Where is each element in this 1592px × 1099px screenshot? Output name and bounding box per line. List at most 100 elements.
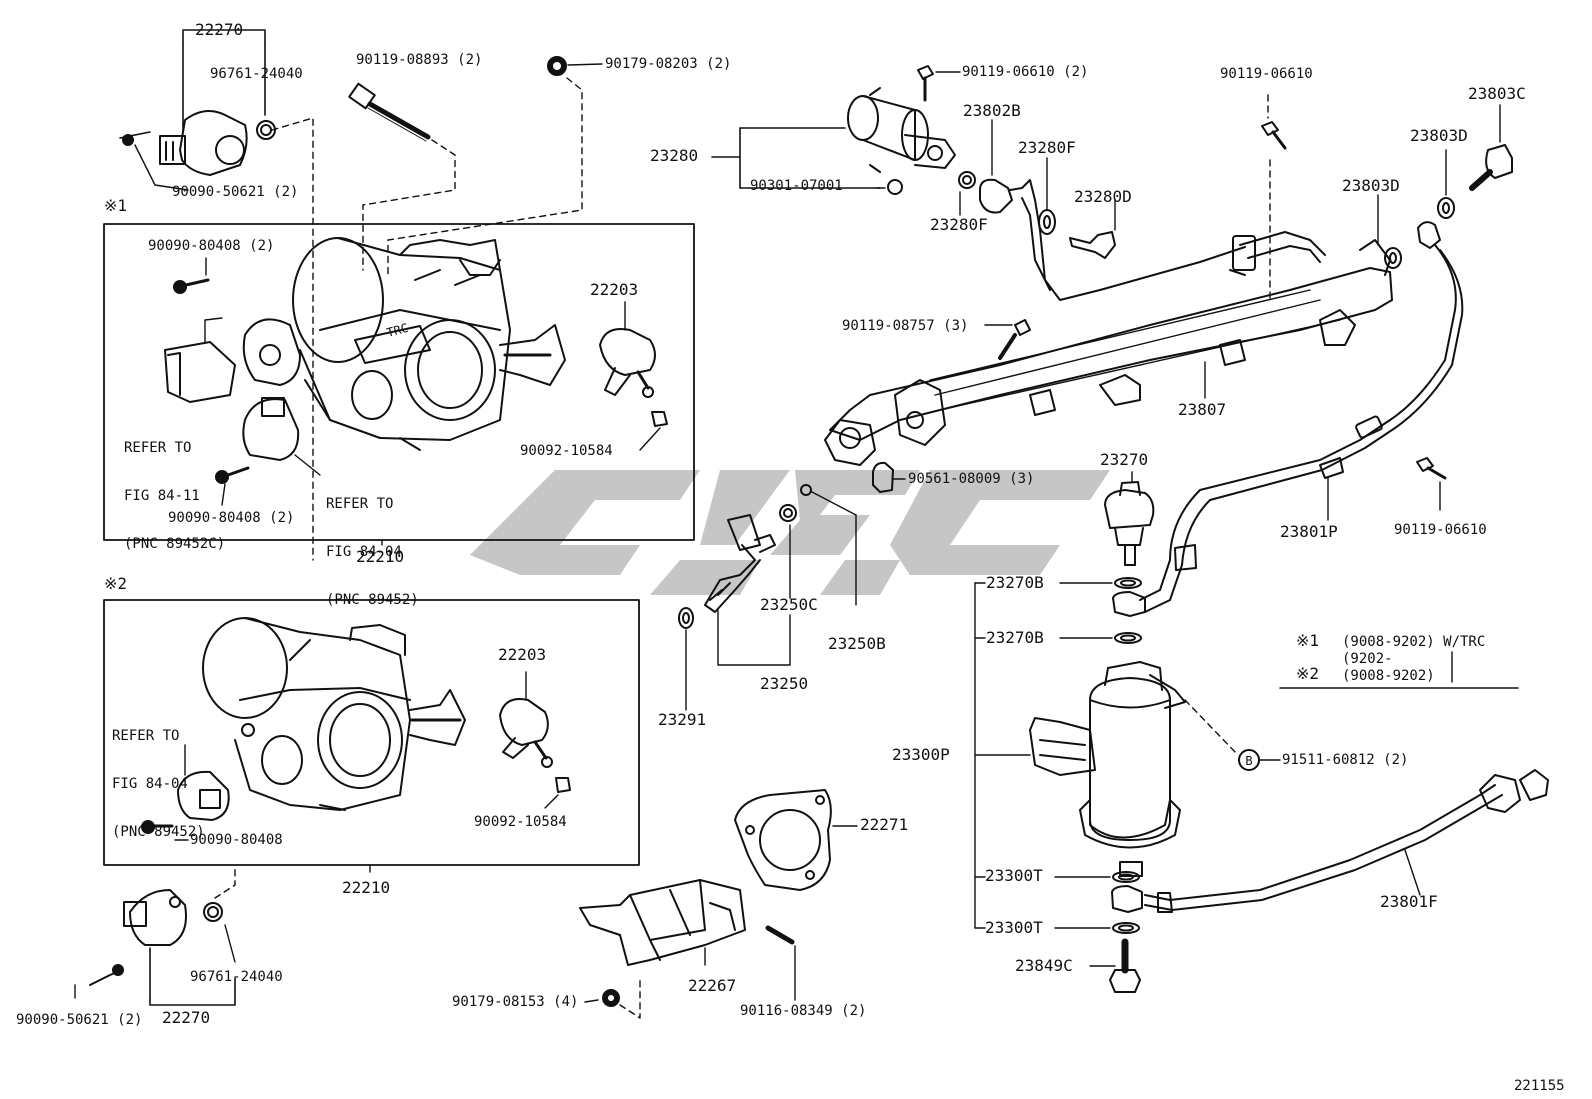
label-90092-10584-b: 90092-10584: [474, 814, 567, 830]
label-22210-a: 22210: [356, 547, 405, 566]
label-91511-60812: 91511-60812 (2): [1282, 752, 1409, 768]
gasket-22271: [734, 789, 858, 891]
tps-sensor-box2: [177, 744, 230, 821]
actuator-22203-box2: [499, 671, 571, 809]
gaskets-23280F: [959, 157, 1056, 235]
label-23801P: 23801P: [1280, 522, 1338, 541]
throttle-body-1: TRC: [292, 237, 566, 451]
label-23300T-a: 23300T: [985, 866, 1043, 885]
label-23807: 23807: [1178, 400, 1227, 419]
actuator-22203-box1: [599, 301, 668, 451]
label-22270-top: 22270: [195, 20, 244, 39]
screw-80408-box2: [141, 820, 189, 841]
bracket-22267: [579, 879, 746, 966]
stud-90116-08349: [765, 925, 796, 1001]
box2-mark: ※2: [104, 574, 128, 593]
label-22203-a: 22203: [590, 280, 639, 299]
label-23803C: 23803C: [1468, 84, 1526, 103]
label-23280F-a: 23280F: [1018, 138, 1076, 157]
legend-row-2: (9008-9202): [1342, 668, 1435, 684]
refer-note-b-line3: (PNC 89452): [326, 592, 419, 608]
refer-note-a-line1: REFER TO: [124, 440, 192, 456]
dash-iac-top: [271, 117, 314, 561]
legend-mark-2: ※2: [1296, 664, 1320, 683]
refer-note-a-line3: (PNC 89452C): [124, 536, 226, 552]
gasket-23803D-a: [1437, 149, 1455, 219]
label-22270-bot: 22270: [162, 1008, 211, 1027]
throttle-body-2: [202, 617, 466, 811]
refer-note-c-line3: (PNC 89452): [112, 824, 205, 840]
label-90090-50621-top: 90090-50621 (2): [172, 184, 299, 200]
refer-note-c-line1: REFER TO: [112, 728, 180, 744]
label-23270B-b: 23270B: [986, 628, 1044, 647]
dash-bolt-60812: [1184, 699, 1239, 756]
iac-valve-bottom: [74, 889, 236, 1006]
label-90116-08349: 90116-08349 (2): [740, 1003, 867, 1019]
label-23250B: 23250B: [828, 634, 886, 653]
bolt-90119-06610-b: [1261, 121, 1287, 150]
legend-row-1b: (9202-: [1342, 651, 1393, 667]
cushion-90561-08009: [872, 461, 906, 493]
label-23250C: 23250C: [760, 595, 818, 614]
tps-sensor-box1: [164, 317, 321, 476]
label-90119-06610-a: 90119-06610 (2): [962, 64, 1089, 80]
label-90119-08893: 90119-08893 (2): [356, 52, 483, 68]
label-23300T-b: 23300T: [985, 918, 1043, 937]
fuel-pipe-23801P: [1139, 221, 1464, 613]
label-23849C: 23849C: [1015, 956, 1073, 975]
label-23803D-b: 23803D: [1342, 176, 1400, 195]
label-23280D: 23280D: [1074, 187, 1132, 206]
label-23291: 23291: [658, 710, 707, 729]
label-23802B: 23802B: [963, 101, 1021, 120]
label-23803D-a: 23803D: [1410, 126, 1468, 145]
dash-bolt-08893: [362, 139, 456, 271]
label-90179-08153: 90179-08153 (4): [452, 994, 579, 1010]
refer-note-a: REFER TO FIG 84-11 (PNC 89452C): [124, 408, 225, 568]
label-23250: 23250: [760, 674, 809, 693]
fuel-pipe-return: [1229, 231, 1326, 276]
label-90561-08009: 90561-08009 (3): [908, 471, 1035, 487]
label-96761-24040-bot: 96761-24040: [190, 969, 283, 985]
label-22271: 22271: [860, 815, 909, 834]
label-90092-10584-a: 90092-10584: [520, 443, 613, 459]
label-90090-80408-b: 90090-80408 (2): [168, 510, 295, 526]
gaskets-23270B: [1112, 577, 1146, 644]
dash-nut-08203: [387, 77, 583, 276]
label-23300P: 23300P: [892, 745, 950, 764]
nut-90179-08203: [547, 56, 603, 76]
union-bolt-23849C: [1089, 938, 1141, 993]
label-90119-08757: 90119-08757 (3): [842, 318, 969, 334]
group-box-2: [103, 599, 640, 866]
box1-mark: ※1: [104, 196, 128, 215]
refer-note-b-line2: FIG 84-04: [326, 544, 402, 560]
label-22267: 22267: [688, 976, 737, 995]
dash-bolt-06610-b: [1267, 94, 1271, 301]
diagram-number: 221155: [1514, 1078, 1565, 1094]
union-bolt-23803C: [1469, 104, 1513, 191]
injector-23250: [678, 484, 857, 711]
gasket-23803D-b: [1377, 194, 1402, 269]
label-96761-24040-top: 96761-24040: [210, 66, 303, 82]
refer-note-b-line1: REFER TO: [326, 496, 394, 512]
fuel-rail-23807: [824, 239, 1393, 466]
union-23802B: [958, 119, 1246, 301]
pulsation-damper-23270: [1104, 471, 1155, 566]
label-90090-80408-a: 90090-80408 (2): [148, 238, 275, 254]
bolt-90119-08757: [984, 319, 1031, 360]
bolt-90119-06610-a: [917, 65, 961, 102]
refer-note-b: REFER TO FIG 84-04 (PNC 89452): [326, 464, 419, 624]
screw-80408-bottom: [215, 466, 250, 506]
label-90119-06610-b: 90119-06610: [1220, 66, 1313, 82]
label-23270B-a: 23270B: [986, 573, 1044, 592]
legend-mark-1: ※1: [1296, 631, 1320, 650]
label-23280: 23280: [650, 146, 699, 165]
label-90179-08203: 90179-08203 (2): [605, 56, 732, 72]
gaskets-23300T: [1111, 871, 1143, 934]
nut-90179-08153: [584, 989, 620, 1007]
label-90090-80408-c: 90090-80408: [190, 832, 283, 848]
trc-mark: TRC: [385, 321, 410, 340]
screw-80408-top: [173, 257, 210, 294]
bolt-90119-08893: [348, 82, 431, 142]
pressure-regulator-23280: [711, 87, 956, 195]
label-90119-06610-c: 90119-06610: [1394, 522, 1487, 538]
